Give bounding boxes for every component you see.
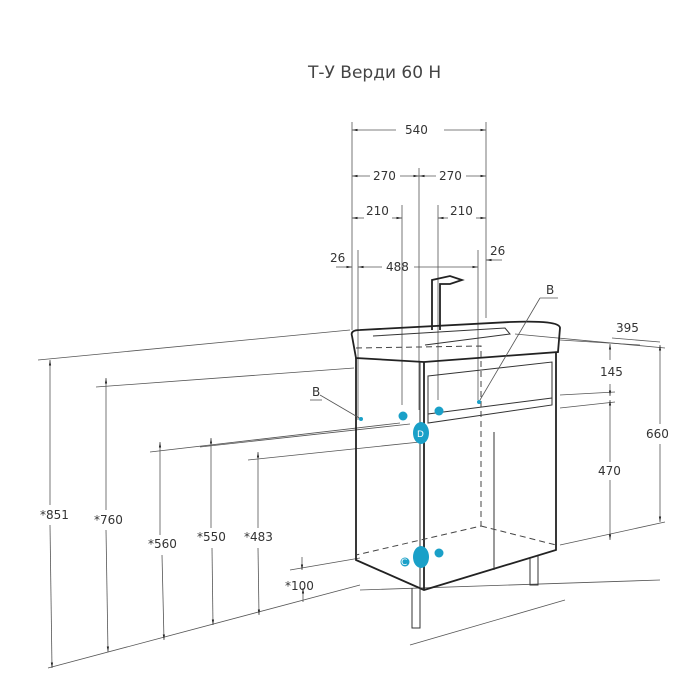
left-dimensions: *851 *760 *560 *550 *483 *100 (40, 360, 314, 669)
marker-c-4 (434, 548, 444, 558)
marker-d-1 (413, 422, 429, 444)
dim-660: 660 (646, 427, 669, 441)
dim-26-left: 26 (330, 251, 345, 265)
b-point-right (477, 400, 481, 404)
dim-100: *100 (285, 579, 314, 593)
marker-d-label: D (417, 430, 424, 440)
perspective-lines (37, 329, 666, 669)
top-dimensions: 540 270 270 210 210 26 488 26 (330, 123, 505, 274)
marker-c-3 (400, 557, 410, 567)
connection-markers: B B D C (312, 283, 554, 568)
dim-270-right: 270 (439, 169, 462, 183)
marker-c-2 (434, 406, 444, 416)
dim-540: 540 (405, 123, 428, 137)
dim-550: *550 (197, 530, 226, 544)
extension-lines (351, 122, 487, 420)
dim-560: *560 (148, 537, 177, 551)
dim-26-right: 26 (490, 244, 505, 258)
dim-395: 395 (616, 321, 639, 335)
marker-d-2 (413, 546, 429, 568)
drawing-title: Т-У Верди 60 Н (307, 63, 441, 83)
dim-488: 488 (386, 260, 409, 274)
dim-210-left: 210 (366, 204, 389, 218)
dim-851: *851 (40, 508, 69, 522)
dim-210-right: 210 (450, 204, 473, 218)
marker-b-left: B (312, 385, 320, 399)
dim-145: 145 (600, 365, 623, 379)
faucet (431, 275, 465, 330)
b-point-left (359, 417, 363, 421)
vanity-cabinet (310, 275, 561, 629)
dim-483: *483 (244, 530, 273, 544)
marker-b-right: B (546, 283, 554, 297)
dim-270-left: 270 (373, 169, 396, 183)
marker-c-1 (398, 411, 408, 421)
dim-760: *760 (94, 513, 123, 527)
marker-c-label: C (401, 558, 407, 568)
dim-470: 470 (598, 464, 621, 478)
right-dimensions: 395 145 660 470 (598, 321, 669, 540)
basin (350, 320, 561, 363)
